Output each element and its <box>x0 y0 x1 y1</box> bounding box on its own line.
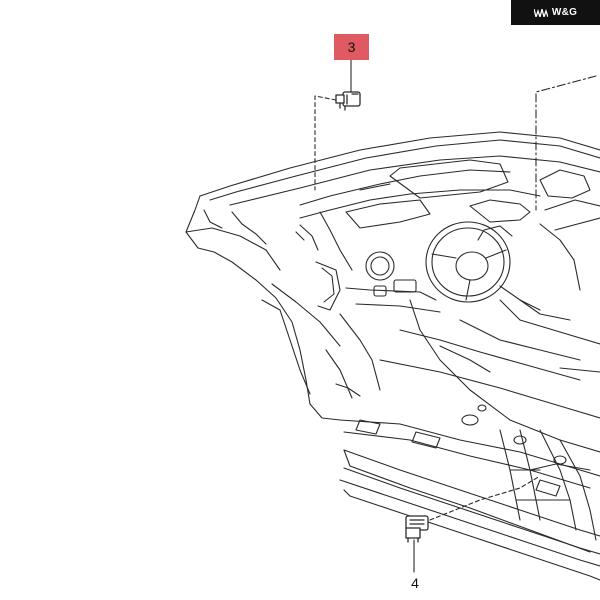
brand-text: W&G <box>551 7 578 18</box>
left-side-panel <box>261 283 361 399</box>
callout-3-label: 3 <box>347 39 356 55</box>
brand-mark-icon <box>533 8 548 17</box>
callout-4-label: 4 <box>411 575 419 591</box>
sensor-4-leader <box>413 475 541 573</box>
sensor-3-leader <box>314 59 352 191</box>
instrument-panel <box>295 159 600 291</box>
callout-3-highlight <box>334 34 369 60</box>
center-stack <box>315 251 441 391</box>
dashboard-outline <box>185 131 600 421</box>
steering-wheel <box>425 221 541 311</box>
sill-rocker <box>339 467 600 581</box>
center-tunnel <box>499 429 597 541</box>
brand-logo: W&G <box>511 0 600 25</box>
sensor-part-3 <box>335 91 361 111</box>
frame-guide-line <box>535 75 597 211</box>
sensor-part-4 <box>405 515 429 543</box>
floor-pan <box>339 299 600 553</box>
